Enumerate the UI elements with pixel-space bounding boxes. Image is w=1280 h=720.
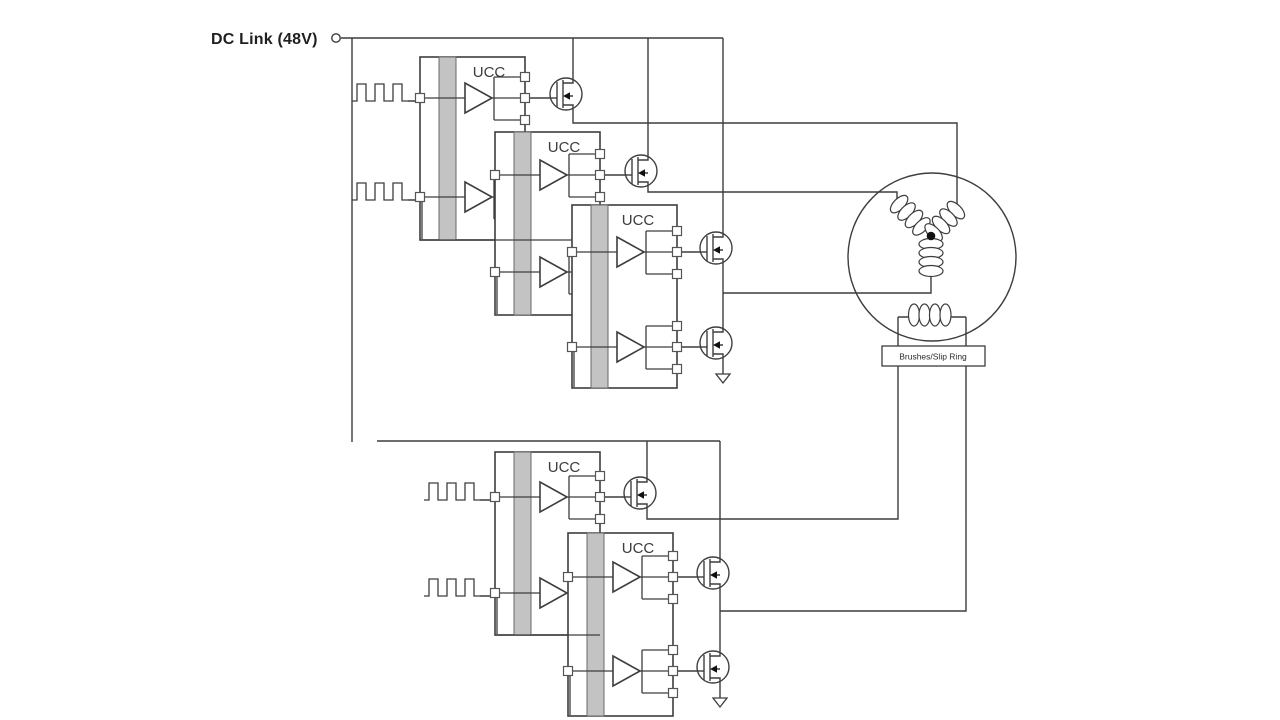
ground-icon-top [715, 373, 731, 384]
gate-driver-block-2: UCC [489, 131, 605, 316]
field-wires-bottom [646, 316, 967, 698]
mosfet-q6 [696, 556, 730, 590]
wiring [341, 37, 967, 698]
pwm-signal-icon-1 [351, 83, 409, 102]
mosfet-q5 [623, 476, 657, 510]
brushes-slip-ring-box: Brushes/Slip Ring [881, 345, 986, 367]
ucc-label-1: UCC [473, 64, 506, 81]
phase-wires-top [572, 110, 958, 374]
ground-icon-bottom [712, 697, 728, 708]
ucc-label-4: UCC [548, 459, 581, 476]
mosfet-q2 [624, 154, 658, 188]
motor: Brushes/Slip Ring [881, 191, 986, 367]
ucc-label-2: UCC [548, 139, 581, 156]
dc-link-label: DC Link (48V) [211, 31, 318, 48]
mosfet-q1 [549, 77, 583, 111]
block-edge-overlap-lines [420, 239, 600, 636]
motor-outline [847, 172, 1017, 342]
stator-winding-bottom [918, 237, 944, 278]
brushes-slip-ring-label: Brushes/Slip Ring [899, 352, 967, 362]
dc-link-terminal-icon [331, 33, 341, 43]
ucc-label-3: UCC [622, 212, 655, 229]
mosfet-q4 [699, 326, 733, 360]
ucc-label-5: UCC [622, 540, 655, 557]
gate-driver-block-1: UCC [414, 56, 530, 241]
pwm-signal-icon-3 [423, 482, 481, 501]
gate-driver-block-4: UCC [489, 451, 605, 636]
pwm-signal-icon-2 [351, 182, 409, 201]
gate-driver-block-3: UCC [566, 204, 682, 389]
mosfet-q3 [699, 231, 733, 265]
mosfet-q7 [696, 650, 730, 684]
gate-driver-block-5: UCC [562, 532, 678, 717]
dc-link-rail [341, 37, 724, 442]
rotor-field-winding [907, 303, 952, 327]
pwm-signal-icon-4 [423, 578, 481, 597]
star-point-node [926, 231, 936, 241]
bottom-rail [377, 440, 721, 557]
pwm-connectors [408, 100, 490, 597]
gate-wires [525, 97, 700, 672]
